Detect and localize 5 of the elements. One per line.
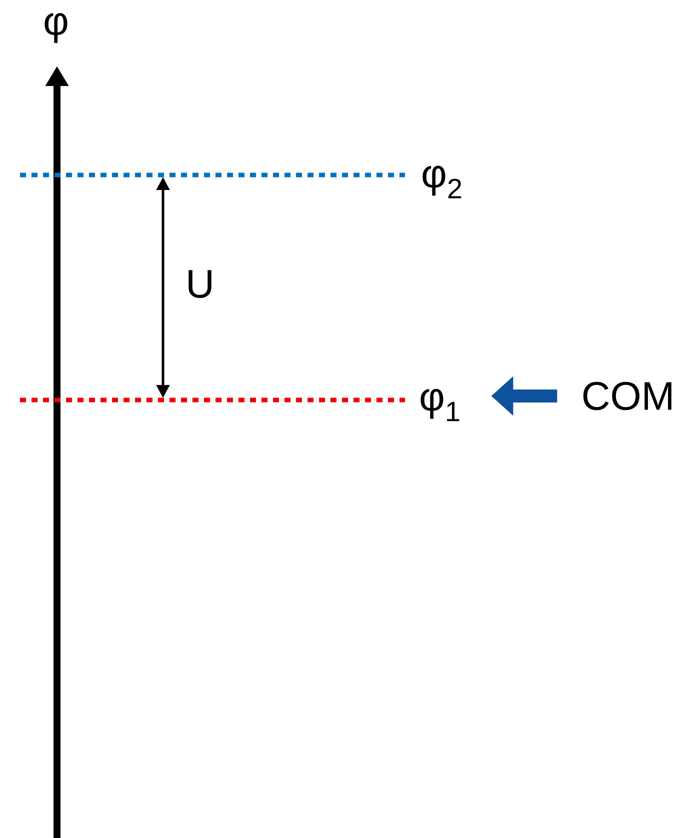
dimension-label: U — [188, 270, 212, 298]
symbol-label: φ$_{1}$ — [420, 388, 460, 422]
text-label: COM — [583, 382, 672, 410]
symbol-label: φ$_{2}$ — [422, 166, 462, 198]
axis-label: φ — [44, 13, 68, 43]
